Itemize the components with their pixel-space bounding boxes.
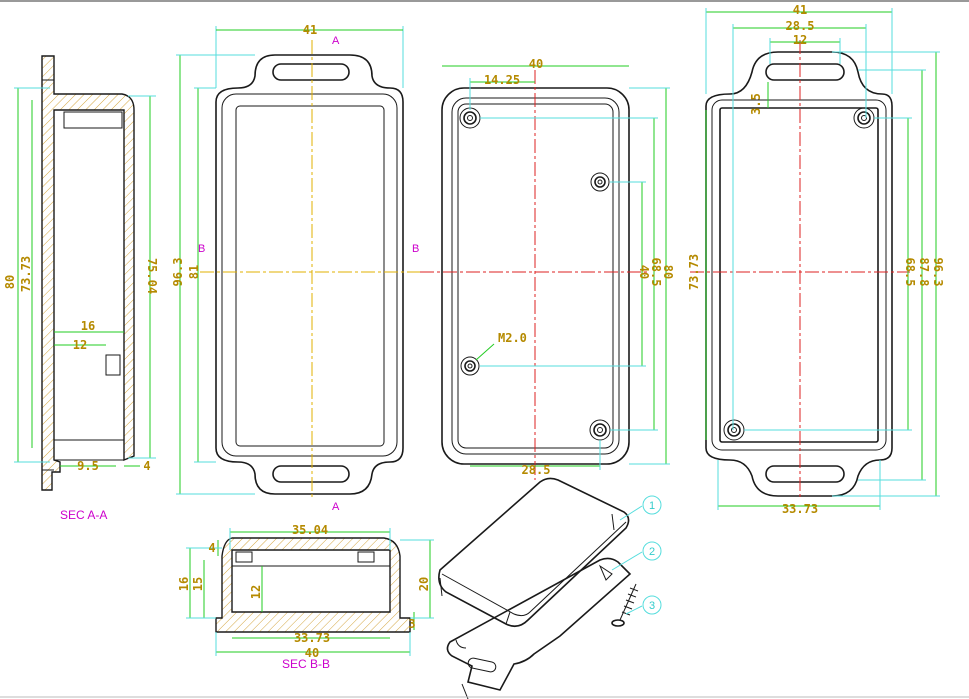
- hole-label: M2.0: [498, 331, 527, 345]
- side-dim-16: 16: [81, 319, 95, 333]
- section-mark-a-top: A: [332, 35, 340, 47]
- section-mark-b-right: B: [412, 243, 419, 255]
- side-section-label: SEC A-A: [60, 508, 107, 522]
- screw-boss-2: [590, 172, 610, 192]
- front-dim-41: 41: [303, 23, 317, 37]
- enclosure-base: [446, 557, 632, 699]
- bottom-section-label: SEC B-B: [282, 657, 330, 671]
- side-rib: [63, 111, 123, 129]
- bottom-dim-16: 16: [177, 577, 191, 591]
- bottom-dim-33.73: 33.73: [294, 631, 330, 645]
- back-dim-87.8: 87.8: [917, 258, 931, 287]
- front-outline: [215, 54, 404, 495]
- inner-dim-40-height: 40: [637, 265, 651, 279]
- front-inner-face: [221, 93, 398, 457]
- bottom-dim-4: 4: [208, 541, 215, 555]
- screw-boss-4: [589, 419, 611, 441]
- back-dim-68.5: 68.5: [903, 258, 917, 287]
- side-dim-12: 12: [73, 338, 87, 352]
- front-slot-bottom: [272, 465, 350, 483]
- side-dim-9.5: 9.5: [77, 459, 99, 473]
- isometric-exploded-view: 1 2 3: [438, 477, 662, 699]
- bottom-dim-15: 15: [191, 577, 205, 591]
- back-hole-bottom-left: [723, 419, 745, 441]
- back-slot-top: [765, 63, 845, 81]
- callout-2: 2: [642, 541, 662, 561]
- front-dim-81: 81: [187, 265, 201, 279]
- back-dim-33.73: 33.73: [782, 502, 818, 516]
- screw-icon: [611, 583, 639, 627]
- back-slot-bottom: [765, 465, 845, 483]
- screw-boss-1: [459, 107, 481, 129]
- back-dim-96.3: 96.3: [931, 258, 945, 287]
- svg-text:1: 1: [649, 500, 655, 512]
- side-dim-4: 4: [143, 459, 150, 473]
- bottom-dim-12: 12: [249, 585, 263, 599]
- side-dim-80: 80: [3, 275, 17, 289]
- inner-dim-68.5: 68.5: [649, 258, 663, 287]
- bottom-dim-20: 20: [417, 577, 431, 591]
- side-dim-75.04: 75.04: [145, 258, 159, 294]
- inner-dim-14.25: 14.25: [484, 73, 520, 87]
- back-dim-41: 41: [793, 3, 807, 17]
- inner-dim-80: 80: [661, 265, 675, 279]
- bottom-dim-40: 40: [305, 646, 319, 660]
- side-section-wall: [41, 55, 135, 491]
- back-outline: [705, 51, 893, 497]
- inner-dim-28.5: 28.5: [522, 463, 551, 477]
- bottom-section-view: 35.04 4 16 15 12 20 33.73 40 3 SEC B-B: [177, 523, 434, 671]
- side-section-view: 80 73.73 75.04 16 12 9.5 4 SEC A-A: [3, 55, 159, 522]
- callout-3: 3: [642, 595, 662, 615]
- front-dim-96.3: 96.3: [171, 258, 185, 287]
- back-dim-12: 12: [793, 33, 807, 47]
- inner-view: 40 14.25 40 68.5 80 28.5 M2.0: [420, 57, 675, 480]
- callout-1: 1: [642, 495, 662, 515]
- back-dim-28.5: 28.5: [786, 19, 815, 33]
- back-view: 41 28.5 12 3.5 73.73 68.5 87.8 96.3 33.7…: [687, 3, 945, 516]
- back-dim-3.5: 3.5: [749, 93, 763, 115]
- enclosure-cover: [438, 477, 630, 628]
- back-hole-top-right: [853, 107, 875, 129]
- inner-dim-40-width: 40: [529, 57, 543, 71]
- svg-text:3: 3: [649, 600, 655, 612]
- side-dim-73.73: 73.73: [19, 256, 33, 292]
- screw-boss-3: [460, 356, 480, 376]
- bottom-dim-3: 3: [408, 617, 415, 631]
- back-dim-73.73: 73.73: [687, 254, 701, 290]
- front-slot-top: [272, 63, 350, 81]
- front-view: 41 96.3 81 A A B B: [171, 23, 420, 513]
- side-boss: [105, 354, 121, 376]
- section-mark-a-bottom: A: [332, 501, 340, 513]
- bottom-dim-35.04: 35.04: [292, 523, 328, 537]
- section-mark-b-left: B: [198, 243, 205, 255]
- svg-text:2: 2: [649, 546, 655, 558]
